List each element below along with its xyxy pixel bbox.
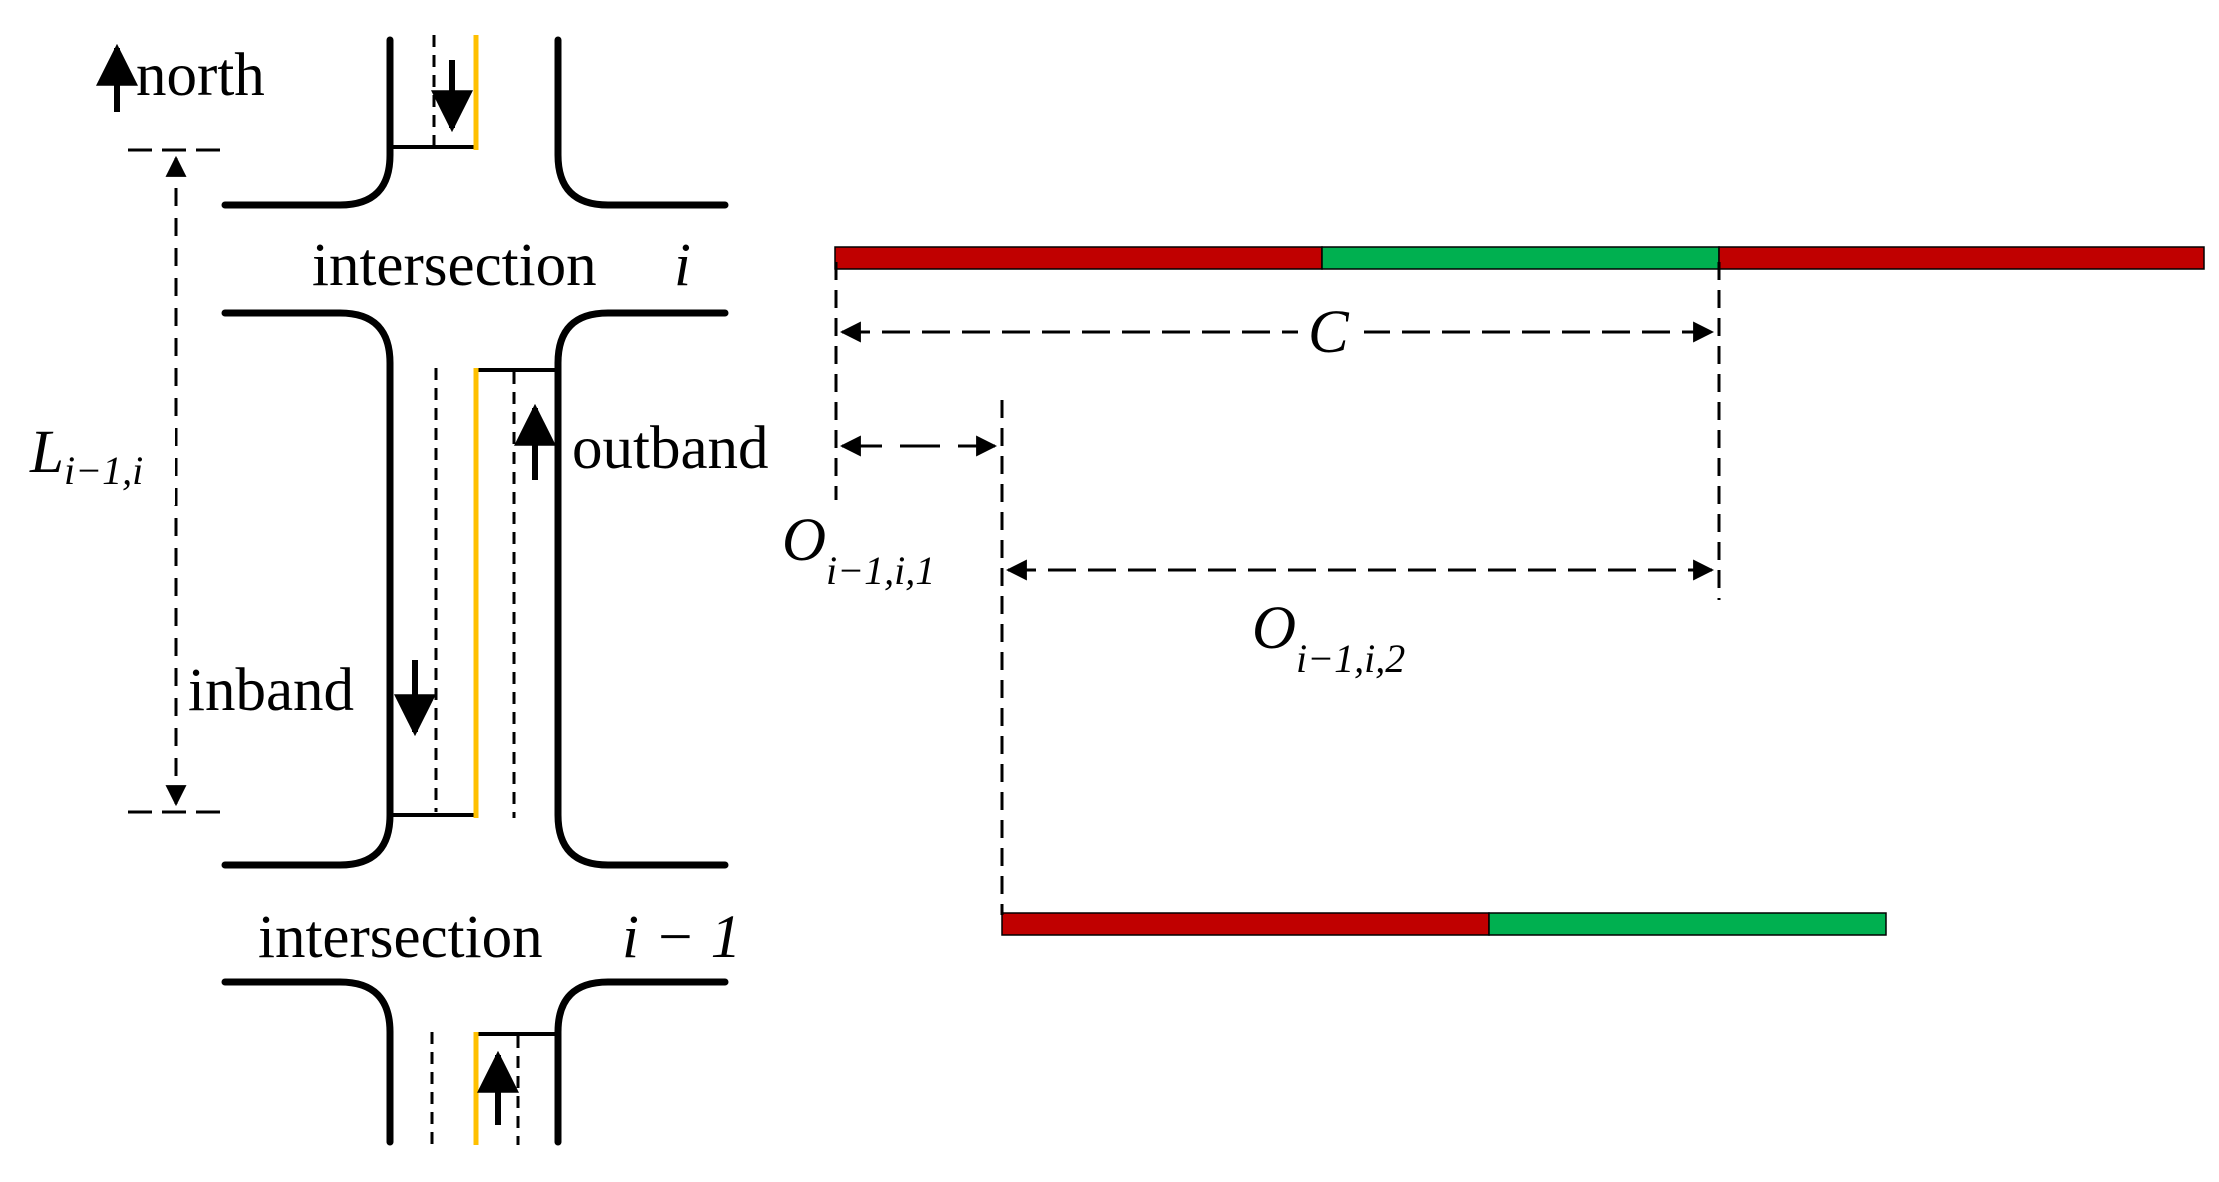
cycle-symbol: C xyxy=(1308,299,1350,366)
road-edge-top-right xyxy=(554,36,729,209)
green-phase xyxy=(1488,912,1887,936)
distance-label-bg xyxy=(20,420,175,505)
green-phase xyxy=(1321,246,1720,270)
cycle-label-bg xyxy=(1298,300,1364,364)
road-edge-bottom-left xyxy=(221,978,394,1146)
red-phase xyxy=(1718,246,2205,270)
road-edge-bottom-right xyxy=(554,978,729,1146)
offset-2-symbol: O xyxy=(1252,595,1296,662)
offset-1-symbol: O xyxy=(782,507,826,574)
road-edge-mid-left xyxy=(221,309,394,869)
distance-symbol: L xyxy=(29,419,64,486)
distance-dimension xyxy=(128,148,228,814)
signal-bar-intersection-i-minus-1 xyxy=(1001,912,1887,936)
red-phase xyxy=(834,246,1323,270)
outband-label: outband xyxy=(572,415,769,482)
intersection-i-minus-1-var: i − 1 xyxy=(622,904,741,971)
direction-arrows xyxy=(96,43,556,1125)
intersection-i-label: intersection xyxy=(312,232,597,299)
stop-lines xyxy=(392,145,556,1036)
inband-label: inband xyxy=(188,657,354,724)
road-network xyxy=(221,36,729,1146)
distance-subscript: i−1,i xyxy=(64,448,143,493)
north-label: north xyxy=(136,42,265,109)
timing-dimensions xyxy=(834,262,1721,915)
offset-2-subscript: i−1,i,2 xyxy=(1296,636,1405,681)
intersection-i-var: i xyxy=(674,232,691,299)
red-phase xyxy=(1001,912,1490,936)
signal-bar-intersection-i xyxy=(834,246,2205,270)
intersection-i-minus-1-label: intersection xyxy=(258,904,543,971)
road-edge-mid-right xyxy=(554,309,729,869)
road-edge-top-left xyxy=(221,36,394,209)
offset-1-subscript: i−1,i,1 xyxy=(826,548,935,593)
